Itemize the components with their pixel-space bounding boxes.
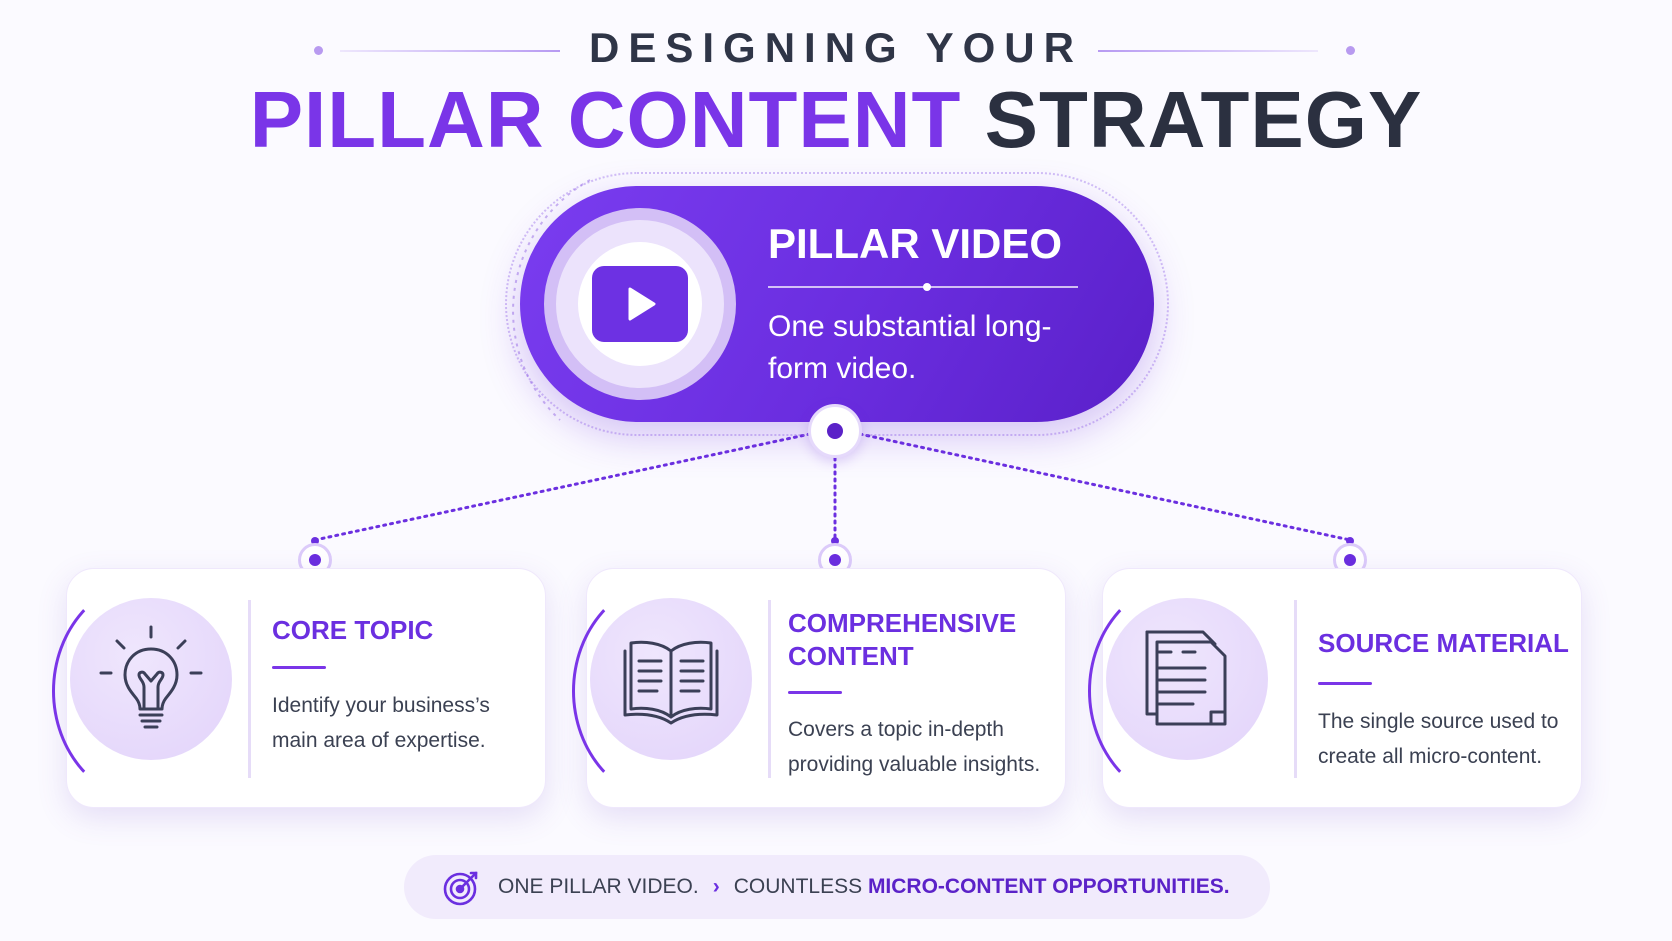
card-icon-circle <box>1106 598 1268 760</box>
card-title: CORE TOPIC <box>272 615 434 645</box>
card-description: Covers a topic in-depth providing valuab… <box>788 718 1041 776</box>
target-icon <box>442 867 482 907</box>
play-icon <box>592 266 688 342</box>
pillar-hub-node <box>808 404 862 458</box>
card-rule <box>272 666 326 669</box>
card-divider <box>248 600 251 778</box>
chevron-right-icon: › <box>712 875 720 898</box>
card-title: COMPREHENSIVE CONTENT <box>788 608 1017 671</box>
connector-left <box>313 432 812 542</box>
card-icon-circle <box>70 598 232 760</box>
card-icon-circle <box>590 598 752 760</box>
card-divider <box>768 600 771 778</box>
card-divider <box>1294 600 1297 778</box>
pillar-title: PILLAR VIDEO <box>768 220 1063 267</box>
documents-icon <box>1145 630 1227 726</box>
card-arc <box>572 578 772 804</box>
header-line-right <box>1098 50 1318 52</box>
card-rule <box>1318 682 1372 685</box>
card-rule <box>788 691 842 694</box>
footer-banner: ONE PILLAR VIDEO. › COUNTLESS MICRO-CONT… <box>404 855 1270 919</box>
lightbulb-icon <box>99 625 203 729</box>
title-accent: PILLAR CONTENT <box>249 75 962 164</box>
pillar-description: One substantial long-form video. <box>768 310 1052 385</box>
node-dot <box>829 554 841 566</box>
title-dark: STRATEGY <box>984 75 1423 164</box>
card-description: The single source used to create all mic… <box>1318 710 1559 768</box>
footer-part2: COUNTLESS <box>733 875 863 898</box>
header-dot-right <box>1346 46 1355 55</box>
footer-part3: MICRO-CONTENT OPPORTUNITIES. <box>867 875 1230 898</box>
card-description: Identify your business’s main area of ex… <box>272 694 490 752</box>
hub-dot <box>827 423 843 439</box>
card-arc <box>52 578 252 804</box>
page-subtitle: DESIGNING YOUR <box>589 24 1083 71</box>
card-title: SOURCE MATERIAL <box>1318 628 1569 658</box>
footer-part1: ONE PILLAR VIDEO. <box>498 875 699 898</box>
header-dot-left <box>314 46 323 55</box>
header-line-left <box>340 50 560 52</box>
connector-right <box>858 432 1352 542</box>
page-title: PILLAR CONTENT STRATEGY <box>0 74 1672 166</box>
pillar-rule-dot <box>923 283 931 291</box>
open-book-icon <box>623 640 719 725</box>
card-arc <box>1088 578 1288 804</box>
node-dot <box>309 554 321 566</box>
node-dot <box>1344 554 1356 566</box>
